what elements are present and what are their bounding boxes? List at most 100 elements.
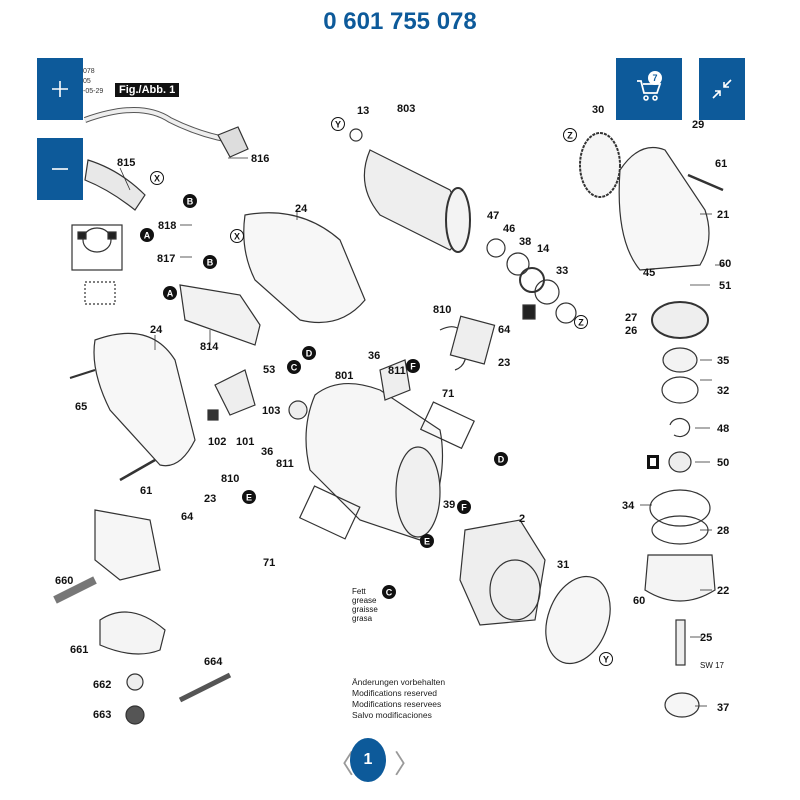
collapse-view-button[interactable] [699, 58, 745, 120]
current-page-indicator[interactable]: 1 [350, 738, 386, 782]
svg-text:E: E [424, 537, 430, 547]
part-label-50: 50 [717, 457, 729, 469]
connector-e-badge: E [242, 490, 256, 504]
zoom-out-button[interactable] [37, 138, 83, 200]
svg-text:Y: Y [603, 655, 609, 665]
part-label-47: 47 [487, 210, 499, 222]
part-label-811b: 811 [276, 458, 294, 470]
collapse-arrows-icon [712, 79, 732, 99]
part-label-815: 815 [117, 157, 135, 169]
part-label-37: 37 [717, 702, 729, 714]
connector-c-badge: C [287, 360, 301, 374]
part-label-28: 28 [717, 525, 729, 537]
part-label-46: 46 [503, 223, 515, 235]
grease-note-2: grease [352, 596, 377, 605]
connector-x-badge: X [150, 171, 164, 185]
part-label-101: 101 [236, 436, 254, 448]
meta-line: 078 [83, 68, 95, 75]
armature [363, 149, 461, 251]
next-page-button[interactable]: 〉 [394, 744, 420, 781]
plug [217, 126, 249, 158]
page-title: 0 601 755 078 [323, 8, 477, 35]
part-label-35: 35 [717, 355, 729, 367]
part-label-25: 25 [700, 632, 712, 644]
part-label-816: 816 [251, 153, 269, 165]
part-label-803: 803 [397, 103, 415, 115]
part-label-26: 26 [625, 325, 637, 337]
meta-line: -05-29 [83, 88, 104, 95]
chevron-right-icon: 〉 [394, 750, 421, 780]
connector-c-badge: C [382, 585, 396, 599]
grease-note-3: graisse [352, 605, 378, 614]
part-label-64a: 64 [498, 324, 511, 336]
part-label-51: 51 [719, 280, 731, 292]
connector-b-badge: B [183, 194, 197, 208]
part-label-24a: 24 [295, 203, 308, 215]
grease-note-4: grasa [352, 614, 373, 623]
part-label-64b: 64 [181, 511, 194, 523]
part-label-71b: 71 [263, 557, 275, 569]
prev-page-button[interactable]: 〈 [328, 744, 354, 781]
svg-text:A: A [167, 289, 174, 299]
connector-y-badge: Y [331, 117, 345, 131]
part-label-103: 103 [262, 405, 280, 417]
part-label-34: 34 [622, 500, 635, 512]
part-label-48: 48 [717, 423, 729, 435]
part-label-801: 801 [335, 370, 353, 382]
svg-text:Z: Z [567, 131, 573, 141]
svg-text:E: E [246, 493, 252, 503]
part-label-71a: 71 [442, 388, 454, 400]
part-label-817: 817 [157, 253, 175, 265]
field-coil [459, 519, 546, 626]
grease-note-1: Fett [352, 587, 367, 596]
part-label-45: 45 [643, 267, 655, 279]
connector-a-badge: A [163, 286, 177, 300]
sw-label: SW 17 [700, 661, 725, 670]
connector-x-badge: X [230, 229, 244, 243]
cart-button[interactable] [616, 58, 682, 120]
svg-text:D: D [306, 349, 313, 359]
part-label-664: 664 [204, 656, 223, 668]
part-label-61a: 61 [140, 485, 152, 497]
connector-y-badge: Y [599, 652, 613, 666]
plus-icon [52, 81, 68, 97]
svg-text:Y: Y [335, 120, 341, 130]
part-label-38: 38 [519, 236, 531, 248]
part-label-31: 31 [557, 559, 569, 571]
connector-z-badge: Z [563, 128, 577, 142]
part-label-36a: 36 [368, 350, 380, 362]
part-label-39: 39 [443, 499, 455, 511]
svg-text:F: F [410, 362, 416, 372]
part-label-14: 14 [537, 243, 550, 255]
part-label-27: 27 [625, 312, 637, 324]
minus-icon [52, 168, 68, 170]
connector-a-badge: A [140, 228, 154, 242]
housing-half-bottom [93, 332, 196, 467]
note-line: Salvo modificaciones [352, 710, 432, 720]
svg-text:Z: Z [578, 318, 584, 328]
part-label-23b: 23 [204, 493, 216, 505]
part-label-60b: 60 [633, 595, 645, 607]
part-label-814: 814 [200, 341, 219, 353]
part-label-61b: 61 [715, 158, 727, 170]
drawing-metadata: 078 05 -05-29 [83, 67, 103, 97]
spindle-bearing-flange [644, 554, 716, 602]
connector-b-badge: B [203, 255, 217, 269]
connector-d-badge: D [302, 346, 316, 360]
part-label-33: 33 [556, 265, 568, 277]
zoom-in-button[interactable] [37, 58, 83, 120]
modifications-note: Änderungen vorbehalten Modifications res… [352, 677, 445, 721]
part-label-60a: 60 [719, 258, 731, 270]
end-shield [545, 575, 611, 665]
part-label-818: 818 [158, 220, 176, 232]
part-label-811a: 811 [388, 365, 406, 377]
note-line: Änderungen vorbehalten [352, 677, 446, 687]
note-line: Modifications reservees [352, 699, 442, 709]
part-label-24b: 24 [150, 324, 163, 336]
cable-sleeve [84, 159, 146, 211]
meta-line: 05 [83, 78, 91, 85]
part-label-102: 102 [208, 436, 226, 448]
part-label-662: 662 [93, 679, 111, 691]
note-line: Modifications reserved [352, 688, 438, 698]
svg-text:C: C [291, 363, 298, 373]
